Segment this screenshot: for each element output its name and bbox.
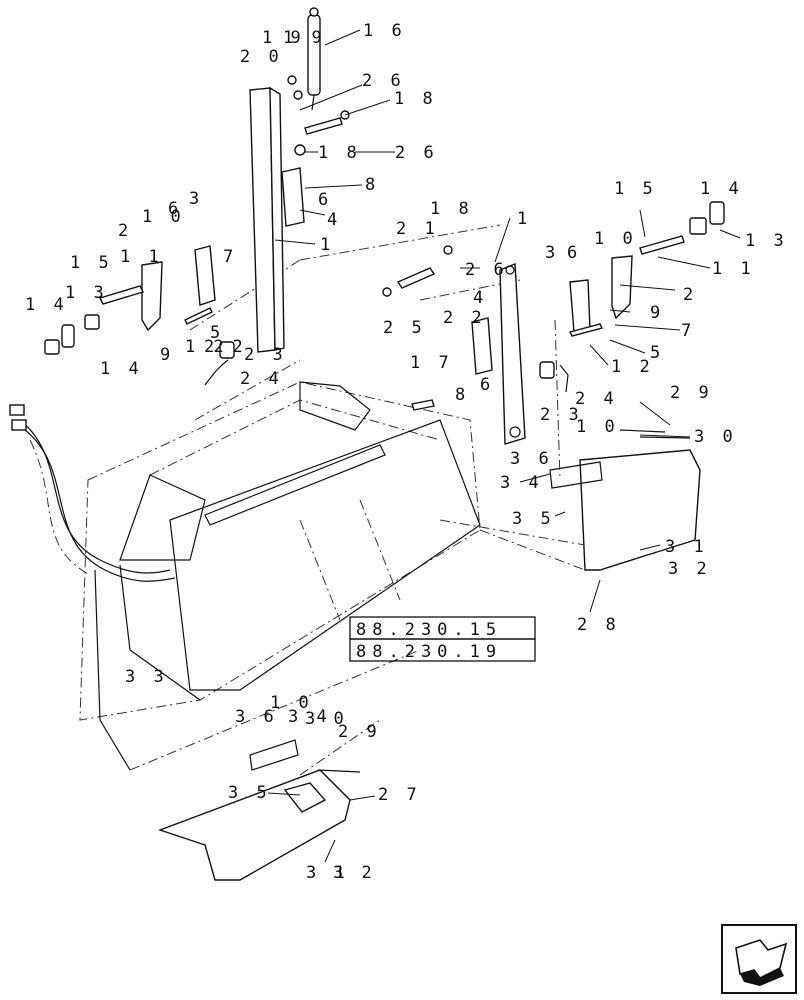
left-upright-channel <box>249 86 285 353</box>
callout-c21b: 2 1 <box>396 219 439 239</box>
callout-c26c: 2 6 <box>465 260 508 280</box>
callout-c27: 2 7 <box>378 785 421 805</box>
callout-c6a: 6 <box>318 190 332 210</box>
callout-c32a: 3 2 <box>668 559 711 579</box>
right-latch-bracket <box>569 255 633 333</box>
callout-c18a: 1 8 <box>394 89 437 109</box>
callout-c30a: 3 0 <box>694 427 737 447</box>
callout-c26b: 2 6 <box>395 143 438 163</box>
callout-c14c: 1 4 <box>700 179 743 199</box>
leader-lines <box>267 29 741 863</box>
callout-c19b: 1 9 <box>262 28 305 48</box>
callout-c29a: 2 9 <box>670 383 713 403</box>
callout-c5a: 5 <box>210 323 224 343</box>
left-latch-bracket <box>141 245 216 332</box>
right-pin <box>382 245 453 297</box>
right-plate-4 <box>471 317 493 375</box>
left-pin <box>304 117 343 135</box>
callout-c23b: 2 3 <box>540 405 583 425</box>
callout-c32b: 3 2 <box>333 863 376 883</box>
callout-c15b: 1 5 <box>614 179 657 199</box>
reference-88-230-19[interactable]: 88.230.19 <box>356 642 502 662</box>
callout-c8b: 8 <box>455 385 469 405</box>
callout-c8a: 8 <box>365 175 379 195</box>
callout-c36b: 3 6 <box>235 707 278 727</box>
callout-c4a: 4 <box>327 210 341 230</box>
callout-c2a: 2 <box>118 221 132 241</box>
callout-c13a: 1 3 <box>65 283 108 303</box>
callout-c10d: 1 0 <box>270 693 313 713</box>
header-body <box>79 224 586 776</box>
left-latch-handle <box>44 285 144 355</box>
callout-c34a: 3 4 <box>500 473 543 493</box>
callout-c6c: 6 <box>480 375 494 395</box>
callout-c22a: 2 2 <box>204 337 247 357</box>
callout-c35b: 3 5 <box>228 783 271 803</box>
right-lock-pin <box>411 361 569 411</box>
callout-c1a: 1 <box>320 235 334 255</box>
callout-c36a: 3 6 <box>510 449 553 469</box>
left-gas-spring <box>307 7 321 111</box>
callout-c16: 1 6 <box>363 21 406 41</box>
callout-c6b: 6 <box>168 199 182 219</box>
callout-c10a: 1 0 <box>142 207 185 227</box>
callout-c12b: 1 2 <box>611 357 654 377</box>
callout-c24a: 2 4 <box>240 369 283 389</box>
callout-c4b: 4 <box>473 288 487 308</box>
callout-c11b: 1 1 <box>712 259 755 279</box>
reference-boxes: 88.230.15 88.230.19 <box>349 616 536 662</box>
callout-c25b: 2 5 <box>383 318 426 338</box>
callout-c14b: 1 4 <box>100 359 143 379</box>
callout-c31a: 3 1 <box>665 537 708 557</box>
callout-c15a: 1 5 <box>70 253 113 273</box>
callout-c10c: 1 0 <box>576 417 619 437</box>
right-side-shield <box>549 429 701 571</box>
callout-c11a: 1 1 <box>120 247 163 267</box>
callout-c5b: 5 <box>650 343 664 363</box>
callout-c3a: 3 <box>189 189 203 209</box>
callout-c23a: 2 3 <box>244 345 287 365</box>
callout-c12a: 1 2 <box>185 337 228 357</box>
left-lock-pin <box>184 307 235 386</box>
callout-c19a: 1 9 <box>283 28 326 48</box>
callout-c33: 3 3 <box>125 667 168 687</box>
reference-88-230-15[interactable]: 88.230.15 <box>356 620 502 640</box>
left-plate-4 <box>281 167 305 227</box>
bottom-side-shield <box>157 739 361 881</box>
callout-c29b: 2 9 <box>338 722 381 742</box>
callout-c18b: 1 8 <box>318 143 361 163</box>
callout-c2b: 2 <box>683 285 697 305</box>
callout-c13b: 1 3 <box>745 231 788 251</box>
callout-c7a: 7 <box>223 247 237 267</box>
callout-c31b: 3 1 <box>306 863 349 883</box>
left-washers <box>287 75 350 156</box>
callout-c26a: 2 6 <box>362 71 405 91</box>
right-latch-handle <box>568 201 725 337</box>
callout-c3b: 3 <box>545 243 559 263</box>
callout-c34b: 3 4 <box>288 707 331 727</box>
callout-c30b: 3 0 <box>305 709 348 729</box>
hydraulic-hoses <box>9 404 176 582</box>
callout-c17: 1 7 <box>410 353 453 373</box>
callout-c10b: 1 0 <box>594 229 637 249</box>
callout-c28: 2 8 <box>577 615 620 635</box>
callout-c9a: 9 <box>160 345 174 365</box>
right-upright-channel <box>499 262 526 445</box>
callout-c24b: 2 4 <box>575 389 618 409</box>
callout-c22b: 2 2 <box>443 308 486 328</box>
callout-c18c: 1 8 <box>430 199 473 219</box>
next-page-arrow-icon[interactable] <box>721 924 797 994</box>
callout-c35a: 3 5 <box>512 509 555 529</box>
callout-c6d: 6 <box>567 243 581 263</box>
callout-c9b: 9 <box>650 303 664 323</box>
callout-c7b: 7 <box>681 321 695 341</box>
callout-c1b: 1 <box>517 209 531 229</box>
callout-c14a: 1 4 <box>25 295 68 315</box>
callout-c20: 2 0 <box>240 47 283 67</box>
